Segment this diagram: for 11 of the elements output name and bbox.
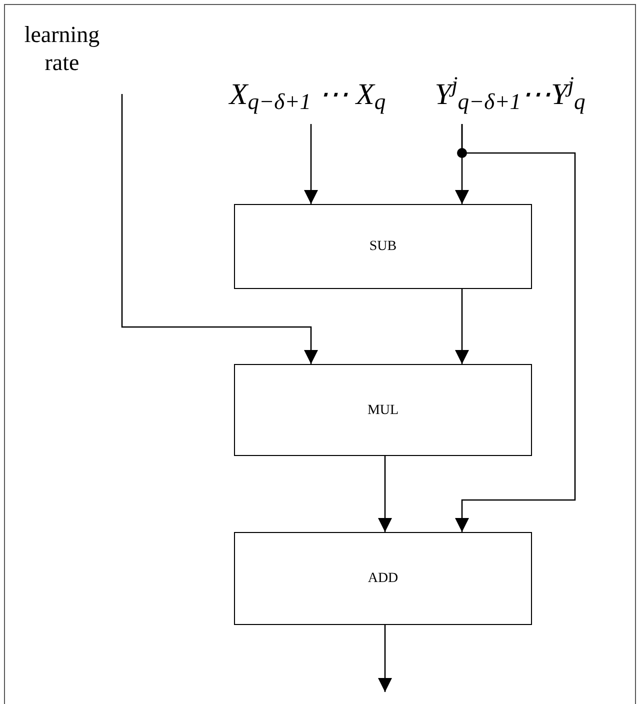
- arrow: [304, 124, 318, 204]
- arrow: [455, 289, 469, 364]
- input-label: X$_{q−δ+1}$ ⋯ X$_{q}$: [200, 64, 415, 124]
- arrow: [378, 625, 392, 692]
- process-box: MUL: [234, 364, 532, 456]
- arrow: [378, 456, 392, 532]
- arrow: [455, 124, 576, 532]
- input-label: learning rate: [12, 4, 112, 94]
- process-box: SUB: [234, 204, 532, 289]
- arrow: [121, 94, 318, 364]
- process-box: ADD: [234, 532, 532, 625]
